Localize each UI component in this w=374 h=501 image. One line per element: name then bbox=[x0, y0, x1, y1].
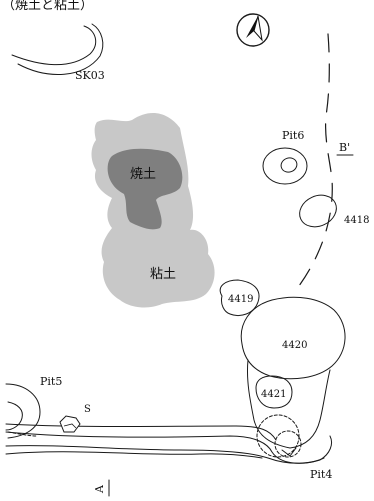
feature-4419-label: 4419 bbox=[228, 294, 253, 305]
stone-s-label: S bbox=[84, 404, 91, 415]
feature-4420-label: 4420 bbox=[282, 340, 307, 351]
feature-4418-label: 4418 bbox=[344, 215, 369, 226]
drawing-title: （焼土と粘土） bbox=[2, 0, 93, 13]
feature-4421-outline bbox=[255, 375, 293, 409]
feature-4418-outline bbox=[299, 194, 337, 228]
bottom-boundary-lines bbox=[5, 423, 333, 464]
a-marker-label: A bbox=[93, 484, 106, 494]
pit4-outline bbox=[256, 414, 302, 458]
pit5-label: Pit5 bbox=[40, 375, 62, 388]
pit5-outline bbox=[5, 383, 41, 439]
dashed-boundary-line bbox=[295, 33, 333, 291]
pit6-outline bbox=[262, 147, 308, 185]
burnt-soil-area bbox=[107, 148, 183, 230]
clay-label: 粘土 bbox=[150, 267, 176, 282]
structure-corner-outline bbox=[247, 359, 331, 449]
feature-4421-label: 4421 bbox=[261, 389, 286, 400]
pit4-label: Pit4 bbox=[310, 468, 332, 481]
stone-s-outline bbox=[59, 415, 81, 433]
burnt-soil-label: 焼土 bbox=[130, 167, 156, 182]
feature-4420-outline bbox=[240, 296, 346, 380]
pit6-label: Pit6 bbox=[282, 129, 304, 142]
north-arrow-icon bbox=[236, 13, 270, 47]
feature-4419-outline bbox=[219, 279, 260, 316]
sk03-outline bbox=[11, 23, 104, 75]
b-prime-label: B' bbox=[339, 141, 350, 154]
sk03-label: SK03 bbox=[75, 69, 105, 82]
a-marker: A bbox=[93, 479, 110, 497]
